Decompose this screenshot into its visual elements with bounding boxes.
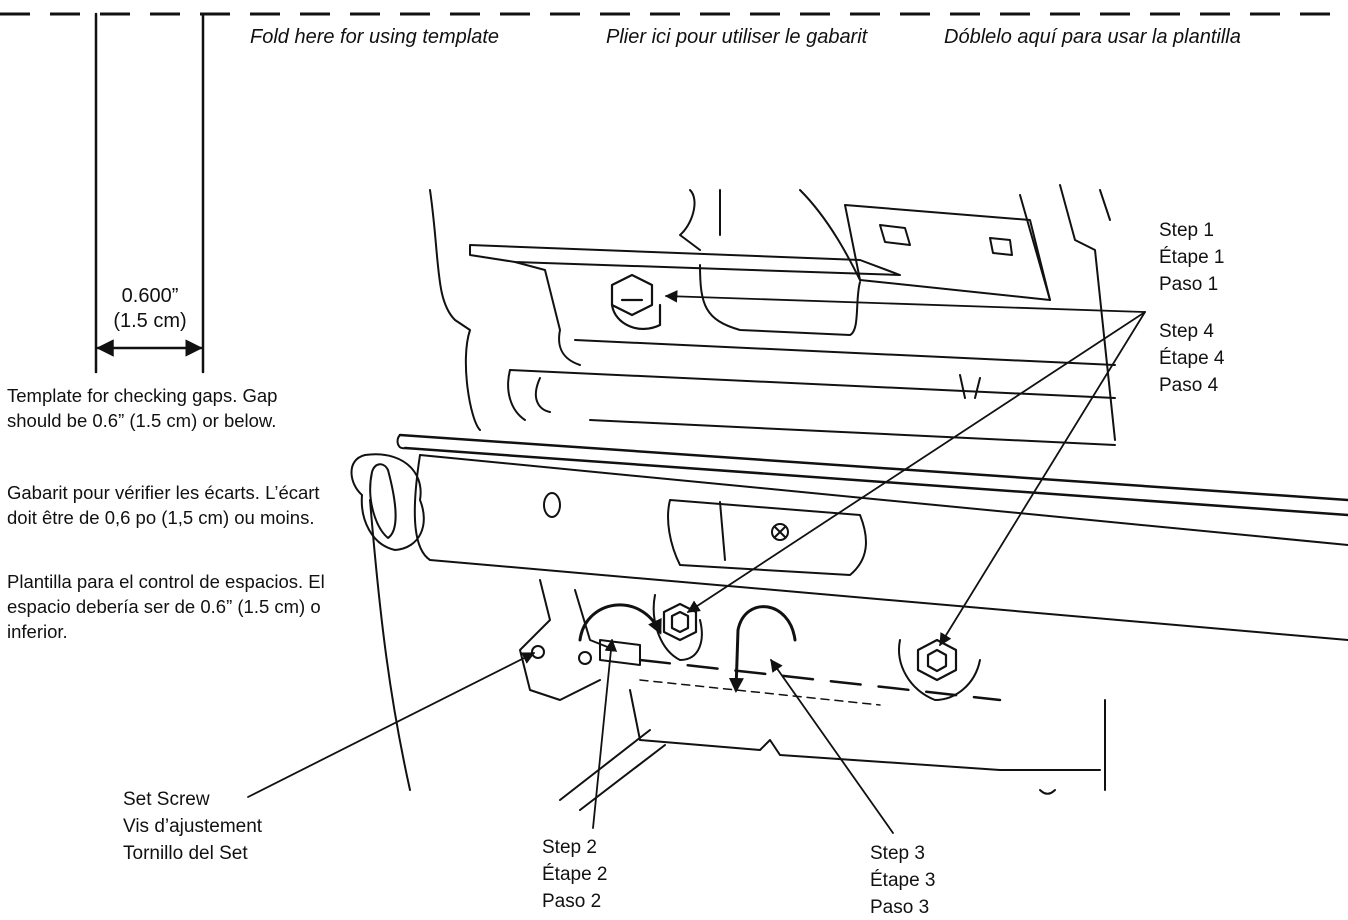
instruction-es: Plantilla para el control de espacios. E… [7,571,325,642]
fold-label-es: Dóblelo aquí para usar la plantilla [944,26,1241,48]
leader-step4-a [686,311,1146,613]
hex-nut-upper [610,273,662,330]
callout-step3-es: Paso 3 [870,897,930,918]
callout-step4-es: Paso 4 [1159,375,1219,396]
hex-nut-middle [662,602,698,642]
leader-step4-b [939,311,1146,647]
leader-step2 [592,638,618,829]
hex-nut-right [916,638,958,682]
step3-rotation-arrow [728,605,797,693]
callout-step2-es: Paso 2 [542,891,602,912]
fold-label-fr: Plier ici pour utiliser le gabarit [606,26,868,48]
callout-leaders [247,290,1146,834]
leader-step3 [770,658,894,834]
callout-set-screw-en: Set Screw [123,789,210,810]
callout-set-screw: Set Screw Vis d’ajustement Tornillo del … [123,786,262,867]
fold-label-en: Fold here for using template [250,26,500,48]
callout-step2-fr: Étape 2 [542,864,608,885]
callout-step1-es: Paso 1 [1159,274,1219,295]
gauge-inches: 0.600” [121,285,179,307]
leader-step1 [664,290,1146,313]
callout-step2: Step 2 Étape 2 Paso 2 [542,834,608,915]
callout-step3-fr: Étape 3 [870,870,936,891]
callout-set-screw-es: Tornillo del Set [123,843,248,864]
callout-step4-fr: Étape 4 [1159,348,1225,369]
callout-set-screw-fr: Vis d’ajustement [123,816,263,837]
callout-step3: Step 3 Étape 3 Paso 3 [870,840,936,920]
callout-step3-en: Step 3 [870,843,925,864]
gauge-cm: (1.5 cm) [113,310,187,332]
callout-step1: Step 1 Étape 1 Paso 1 [1159,217,1225,298]
callout-step4: Step 4 Étape 4 Paso 4 [1159,318,1225,399]
leader-set-screw [247,652,536,798]
step2-rotation-arrow [578,603,662,642]
callout-step2-en: Step 2 [542,837,597,858]
instruction-fr: Gabarit pour vérifier les écarts. L’écar… [7,482,320,528]
instruction-en: Template for checking gaps. Gap should b… [7,385,278,431]
printer-frame [350,184,1348,811]
callout-step1-en: Step 1 [1159,220,1214,241]
callout-step4-en: Step 4 [1159,321,1214,342]
callout-step1-fr: Étape 1 [1159,247,1225,268]
